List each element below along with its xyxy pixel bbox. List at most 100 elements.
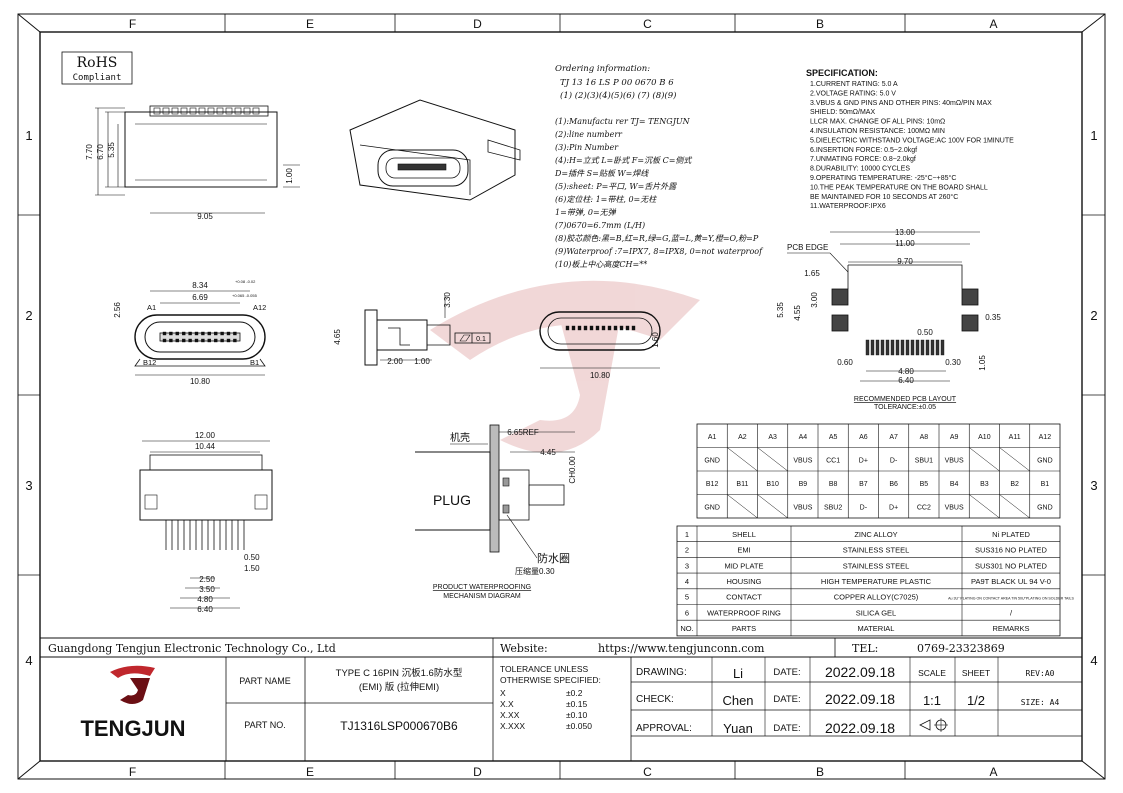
center-pin [583,325,588,331]
dim-ch: CH0.00 [568,456,577,484]
front-shell [134,314,266,360]
bom-material: STAINLESS STEEL [843,561,910,570]
pin-cell: B7 [859,481,868,488]
pin-bottom [194,338,199,343]
bom-part: HOUSING [726,577,761,586]
center-pin [607,325,612,331]
zone-number-right: 1 [1090,128,1097,143]
approval-name: Yuan [723,721,753,736]
part-name-2: (EMI) 版 (拉伸EMI) [359,681,439,693]
pcb-3-00: 3.00 [810,292,819,308]
pin-top [233,331,237,336]
pin-bottom [226,338,231,343]
pin-bottom [188,338,192,343]
zone-letter-bottom: C [643,765,652,779]
bom-header-parts: PARTS [732,624,756,633]
pin-cell: D- [860,504,868,511]
projection-cone [919,719,931,731]
tol-key: X.XXX [500,721,525,731]
center-shell [539,311,661,351]
wp-title: PRODUCT WATERPROOFING [433,584,531,591]
tol-value: ±0.15 [566,699,587,709]
spec-line: 1.CURRENT RATING: 5.0 A [810,81,898,88]
pin-cell: GND [1037,504,1053,511]
waterproof-diagram: PLUG机壳6.65REF4.45CH0.00防水圈压缩量0.30PRODUCT… [415,424,577,600]
specification: SPECIFICATION:1.CURRENT RATING: 5.0 A2.V… [806,68,1014,210]
bom-material: COPPER ALLOY(C7025) [834,593,919,602]
rohs-title: RoHS [77,55,118,71]
pcb-11-00: 11.00 [895,239,915,248]
drawing-name: Li [733,666,743,681]
pin-cell: GND [704,504,720,511]
bom-part: CONTACT [726,593,762,602]
dim-6-65ref: 6.65REF [507,428,539,437]
shell-body [124,111,278,188]
empty-slash [969,447,1000,472]
pcb-4-55: 4.55 [793,305,802,321]
pin-cell: CC2 [917,504,931,511]
empty-slash [757,494,788,519]
ordering-line: (1):Manufactu rer TJ= TENGJUN [555,117,691,126]
dim-10-80: 10.80 [190,377,211,386]
tail [427,324,451,346]
center-pin [589,325,594,331]
contact-tab [225,107,233,115]
tol-value: ±0.10 [566,710,587,720]
bom-no: 3 [685,561,689,570]
spec-line: 8.DURABILITY: 10000 CYCLES [810,166,910,173]
date-label: DATE: [773,667,800,678]
outer-border [17,13,1106,780]
pcb-tolerance: TOLERANCE:±0.05 [874,404,936,411]
tel-number: 0769-23323869 [917,642,1005,655]
pin-top [220,331,224,336]
pin-top [213,331,218,336]
pin-bottom [213,338,218,343]
tel-label: TEL: [852,642,878,655]
pin-top [175,331,180,336]
ordering-line: (2):line numberr [555,130,623,139]
pin-top [188,331,192,336]
bottom-0-50: 0.50 [244,553,260,562]
pcb-pad-left [831,288,849,306]
bom-remarks: SUS301 NO PLATED [975,561,1048,570]
pin-cell: B4 [950,481,959,488]
pin-cell: B9 [799,481,808,488]
dim-3-30: 3.30 [443,292,452,308]
pcb-signal-pad [880,339,885,356]
ordering-line: (7)0670=6.7mm (L/H) [555,221,645,230]
zone-letter-bottom: B [816,765,824,779]
zone-letter-bottom: E [306,765,314,779]
contact-tab [207,107,215,115]
pin-bottom [175,338,180,343]
bom-no: 2 [685,546,689,555]
pcb-signal-pad [915,339,920,356]
spec-line: 11.WATERPROOF:IPX6 [810,203,886,210]
spec-line: 10.THE PEAK TEMPERATURE ON THE BOARD SHA… [810,184,988,191]
iso-port [377,149,469,187]
flange [364,309,378,366]
pin-cell: B2 [1010,481,1019,488]
zone-letter-top: B [816,17,824,31]
zone-number-left: 2 [25,308,32,323]
seal-top [502,477,510,487]
bom-header-material: MATERIAL [858,624,895,633]
logo-swoosh [110,665,155,678]
bom-remarks: PA9T BLACK UL 94 V-0 [971,577,1051,586]
empty-slash [757,447,788,472]
rev-label: REV:A0 [1026,669,1055,678]
zone-number-right: 4 [1090,653,1097,668]
spec-line: 7.UNMATING FORCE: 0.8~2.0kgf [810,156,916,163]
pin-cell: VBUS [793,504,812,511]
pin-cell: VBUS [793,457,812,464]
pin-cell: B10 [766,481,779,488]
date-value: 2022.09.18 [825,664,895,680]
pin-top [207,331,212,336]
dim-6-69: 6.69 [192,293,208,302]
dim-2-56: 2.56 [113,302,122,318]
watermark-hook [500,320,620,453]
pin-cell: CC1 [826,457,840,464]
contact-tab [180,107,188,115]
pin-top [194,331,199,336]
zone-number-right: 3 [1090,478,1097,493]
pcb-signal-pad [875,339,880,356]
